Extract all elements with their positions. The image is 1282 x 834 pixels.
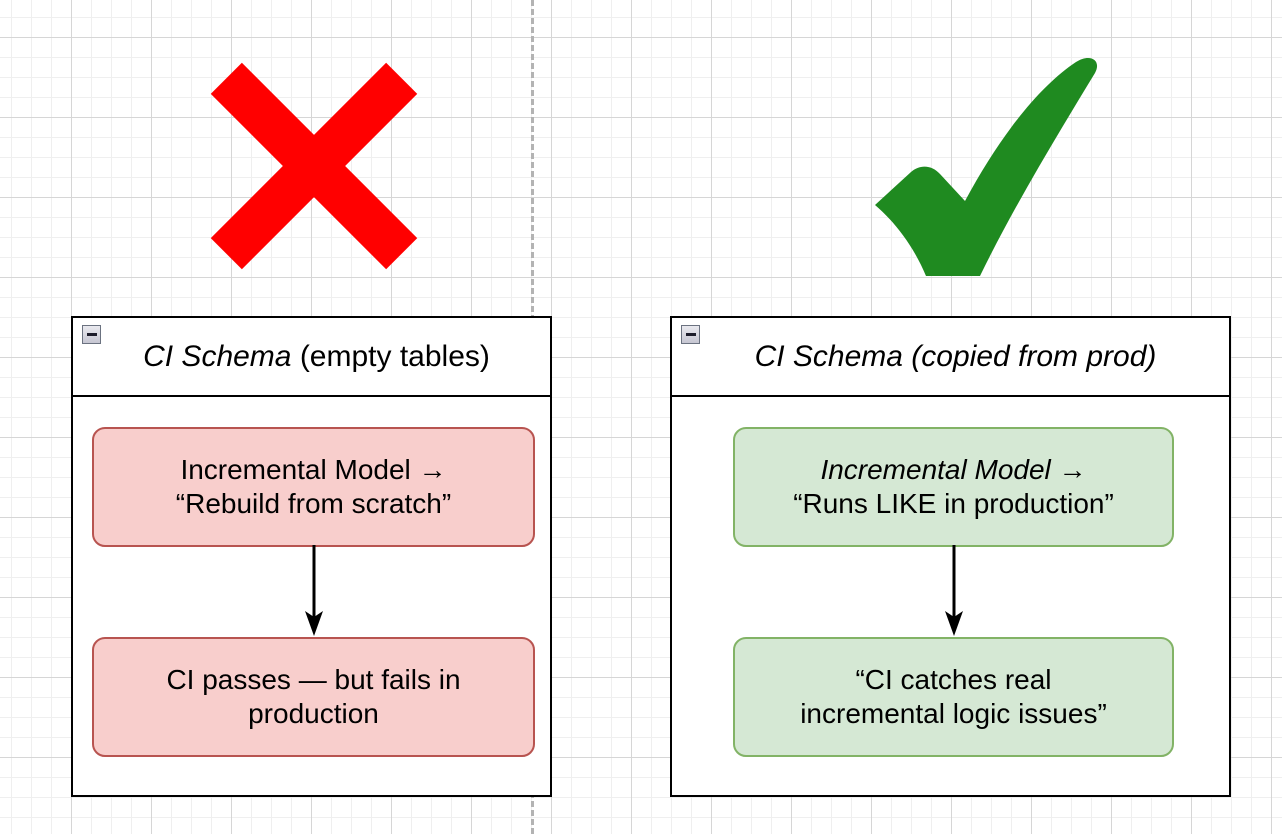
node-line-1: Incremental Model → [820,453,1087,485]
red-cross-icon [196,48,432,284]
container-title: CI Schema (empty tables) [133,340,490,373]
arrow-down [302,545,326,637]
incremental-model-node[interactable]: Incremental Model → “Runs LIKE in produc… [733,427,1174,547]
node-text: “CI catches real incremental logic issue… [800,663,1107,731]
container-title-italic-part: CI Schema (copied from prod) [754,340,1157,373]
container-header: CI Schema (copied from prod) [672,318,1229,397]
outcome-node[interactable]: CI passes — but fails in production [92,637,535,757]
node-line-1: “CI catches real [855,663,1052,695]
arrow-down [942,545,966,637]
outcome-node[interactable]: “CI catches real incremental logic issue… [733,637,1174,757]
minus-glyph [86,333,97,336]
node-line-2: “Runs LIKE in production” [793,488,1114,519]
incremental-model-node[interactable]: Incremental Model → “Rebuild from scratc… [92,427,535,547]
green-check-icon [862,48,1102,284]
container-ci-schema-empty[interactable]: CI Schema (empty tables) Incremental Mod… [71,316,552,797]
container-title-italic-part: CI Schema [143,340,292,373]
container-ci-schema-copied[interactable]: CI Schema (copied from prod) Incremental… [670,316,1231,797]
node-text: CI passes — but fails in production [166,663,460,731]
container-title: CI Schema (copied from prod) [745,340,1157,373]
container-body: Incremental Model → “Rebuild from scratc… [73,397,550,795]
node-text: Incremental Model → “Rebuild from scratc… [176,453,451,521]
node-line-2: “Rebuild from scratch” [175,488,452,519]
node-line-1: CI passes — but fails in [166,663,461,695]
node-text: Incremental Model → “Runs LIKE in produc… [793,453,1114,521]
collapse-minus-icon[interactable] [681,325,700,344]
minus-glyph [685,333,696,336]
node-line-2: production [248,698,379,729]
container-body: Incremental Model → “Runs LIKE in produc… [672,397,1229,795]
node-line-2: incremental logic issues” [800,698,1107,729]
container-title-roman-part: (empty tables) [291,340,490,373]
collapse-minus-icon[interactable] [82,325,101,344]
container-header: CI Schema (empty tables) [73,318,550,397]
node-line-1: Incremental Model → [180,453,447,485]
